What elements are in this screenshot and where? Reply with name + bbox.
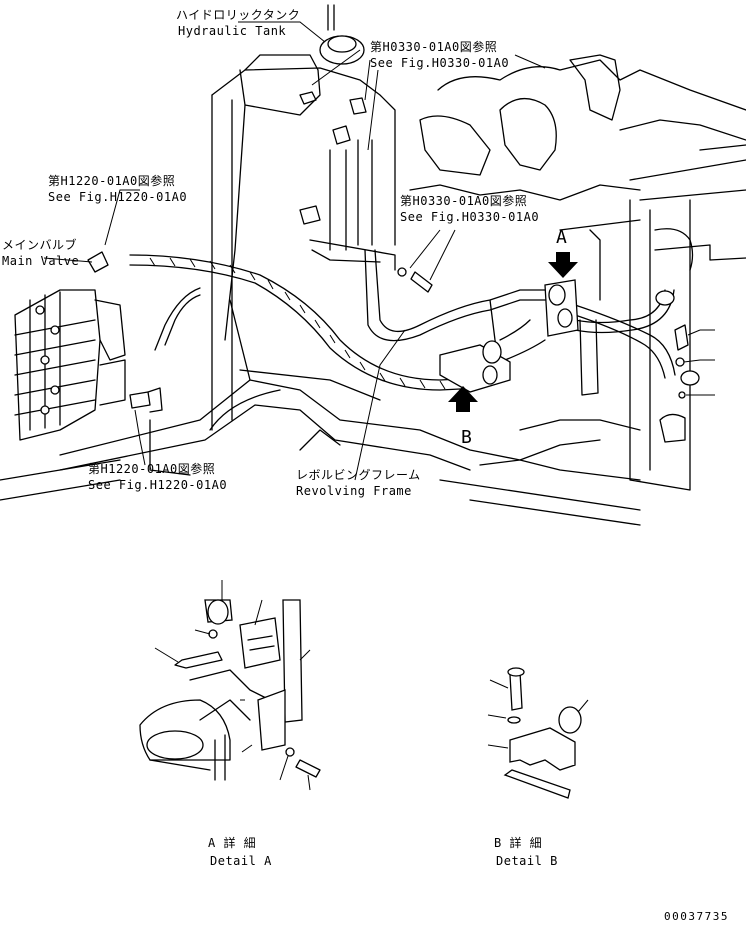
ref-h1220-bot-jp: 第H1220-01A0図参照 (88, 462, 216, 476)
hydraulic-tank-label-en: Hydraulic Tank (178, 24, 287, 38)
ref-h1220-top-en: See Fig.H1220-01A0 (48, 190, 188, 204)
oil-cooler (639, 189, 746, 443)
ref-h0330-mid-en: See Fig.H0330-01A0 (400, 210, 540, 224)
hoses (129, 249, 676, 391)
drawing-number: 00037735 (664, 910, 729, 923)
detail-b-label-en: Detail B (496, 854, 558, 868)
revolving-frame-label-en: Revolving Frame (296, 484, 412, 498)
ref-h1220-top-jp: 第H1220-01A0図参照 (48, 174, 176, 188)
clamp-a (544, 279, 599, 396)
marker-a: A (556, 227, 567, 248)
top-bolts (397, 267, 433, 293)
ref-h0330-mid-jp: 第H0330-01A0図参照 (400, 194, 528, 208)
main-valve (14, 251, 163, 441)
detail-b-label-jp: B 詳 細 (494, 836, 543, 850)
marker-b: B (461, 427, 472, 448)
detail-b-drawing (487, 667, 589, 799)
hydraulic-tank-label-jp: ハイドロリックタンク (176, 8, 301, 22)
detail-a-label-jp: A 詳 細 (208, 836, 257, 850)
arrow-down-icon (548, 252, 578, 278)
ref-h1220-bot-en: See Fig.H1220-01A0 (88, 478, 228, 492)
ref-h0330-top-en: See Fig.H0330-01A0 (370, 56, 510, 70)
main-valve-label-en: Main Valve (2, 254, 80, 268)
revolving-frame (0, 299, 641, 526)
clamp-b (439, 340, 511, 393)
detail-a-label-en: Detail A (210, 854, 272, 868)
detail-a-drawing (139, 580, 321, 791)
main-valve-label-jp: メインバルブ (2, 238, 78, 252)
engine-block (409, 54, 746, 491)
leader-lines (43, 21, 715, 481)
revolving-frame-label-jp: レボルビングフレーム (296, 468, 421, 482)
arrow-up-icon (448, 386, 478, 412)
hydraulic-tank (211, 4, 396, 431)
ref-h0330-top-jp: 第H0330-01A0図参照 (370, 40, 498, 54)
